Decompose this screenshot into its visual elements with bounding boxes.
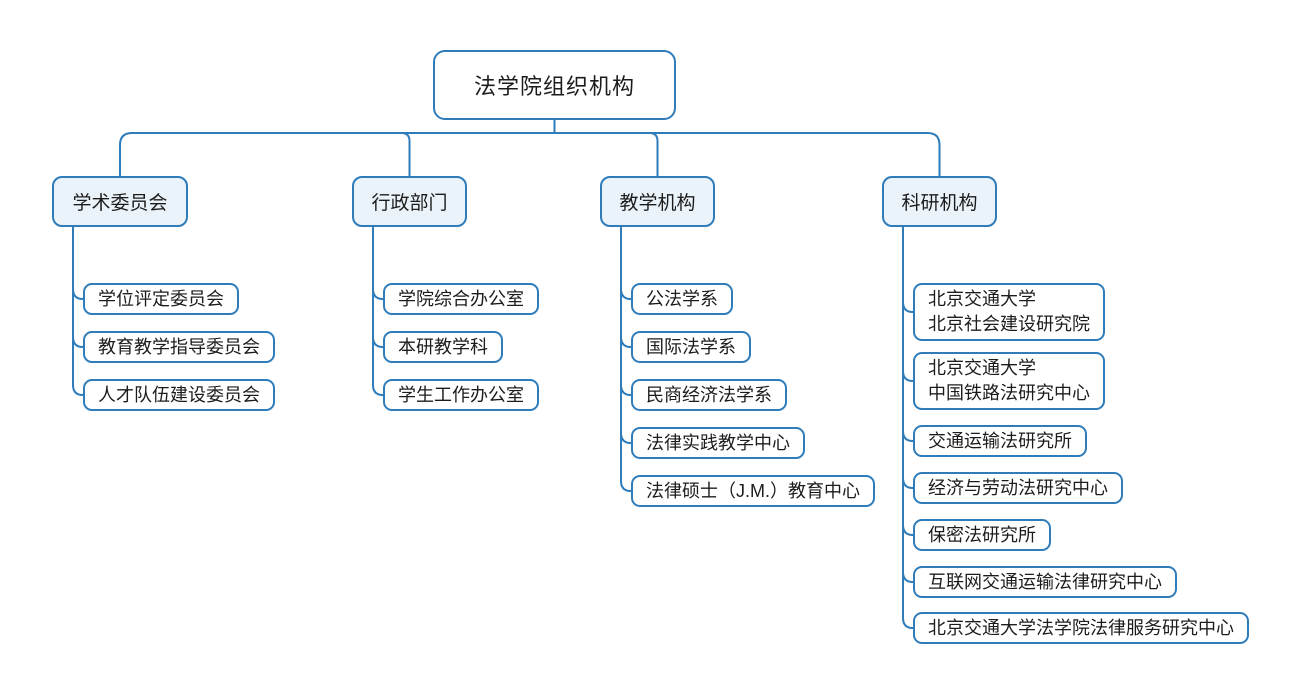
leaf-node: 民商经济法学系 — [631, 379, 787, 411]
leaf-node: 互联网交通运输法律研究中心 — [913, 566, 1177, 598]
leaf-node: 法律实践教学中心 — [631, 427, 805, 459]
node-label: 北京交通大学 — [928, 289, 1036, 309]
node-label: 中国铁路法研究中心 — [928, 383, 1090, 403]
leaf-node: 公法学系 — [631, 283, 733, 315]
leaf-node: 法律硕士（J.M.）教育中心 — [631, 475, 875, 507]
root-node: 法学院组织机构 — [433, 50, 676, 120]
node-label: 互联网交通运输法律研究中心 — [928, 571, 1162, 592]
node-label: 学生工作办公室 — [398, 384, 524, 405]
branch-node: 科研机构 — [882, 176, 997, 227]
leaf-node: 北京交通大学中国铁路法研究中心 — [913, 352, 1105, 410]
branch-node: 学术委员会 — [52, 176, 188, 227]
node-label: 教育教学指导委员会 — [98, 336, 260, 357]
node-label: 法律实践教学中心 — [646, 432, 790, 453]
leaf-node: 交通运输法研究所 — [913, 425, 1087, 457]
leaf-node: 北京交通大学北京社会建设研究院 — [913, 283, 1105, 341]
node-label: 北京交通大学 — [928, 358, 1036, 378]
node-label: 学位评定委员会 — [98, 288, 224, 309]
connector-path — [72, 119, 941, 629]
leaf-node: 教育教学指导委员会 — [83, 331, 275, 363]
leaf-node: 学院综合办公室 — [383, 283, 539, 315]
node-label: 保密法研究所 — [928, 524, 1036, 545]
leaf-node: 本研教学科 — [383, 331, 503, 363]
branch-node: 行政部门 — [352, 176, 467, 227]
node-label: 国际法学系 — [646, 336, 736, 357]
branch-node: 教学机构 — [600, 176, 715, 227]
node-label: 学院综合办公室 — [398, 288, 524, 309]
leaf-node: 经济与劳动法研究中心 — [913, 472, 1123, 504]
node-label: 人才队伍建设委员会 — [98, 384, 260, 405]
leaf-node: 学生工作办公室 — [383, 379, 539, 411]
leaf-node: 北京交通大学法学院法律服务研究中心 — [913, 612, 1249, 644]
node-label: 法律硕士（J.M.）教育中心 — [646, 480, 860, 501]
leaf-node: 学位评定委员会 — [83, 283, 239, 315]
node-label: 本研教学科 — [398, 336, 488, 357]
leaf-node: 国际法学系 — [631, 331, 751, 363]
node-label: 公法学系 — [646, 288, 718, 309]
node-label: 民商经济法学系 — [646, 384, 772, 405]
leaf-node: 人才队伍建设委员会 — [83, 379, 275, 411]
node-label: 北京社会建设研究院 — [928, 314, 1090, 334]
leaf-node: 保密法研究所 — [913, 519, 1051, 551]
node-label: 北京交通大学法学院法律服务研究中心 — [928, 617, 1234, 638]
node-label: 交通运输法研究所 — [928, 430, 1072, 451]
node-label: 经济与劳动法研究中心 — [928, 477, 1108, 498]
